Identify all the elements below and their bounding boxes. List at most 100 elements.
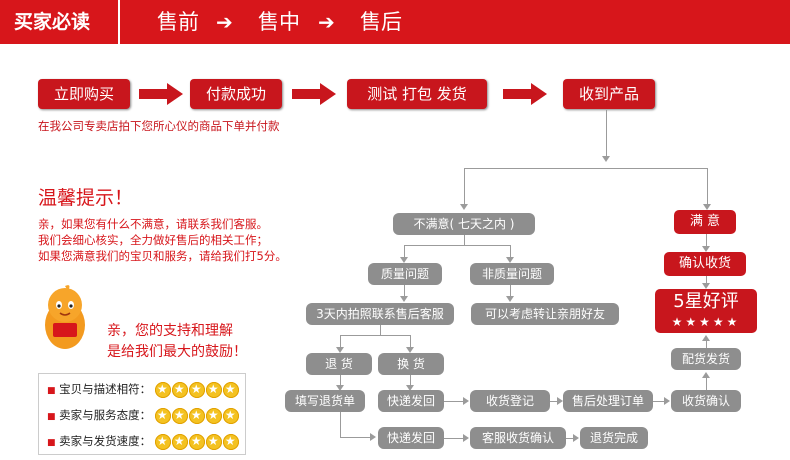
step-test-pack-ship: 测试 打包 发货 — [347, 79, 487, 109]
star-icon — [188, 407, 205, 424]
arrow-right-icon: ➔ — [216, 10, 233, 34]
header-bar — [0, 0, 790, 44]
arrow-down-icon — [406, 385, 414, 391]
step-buy-now: 立即购买 — [38, 79, 130, 109]
connector-line — [706, 276, 707, 284]
connector-line — [380, 325, 381, 335]
star-icon — [205, 381, 222, 398]
flow-restock-ship: 配货发货 — [671, 348, 741, 370]
connector-line — [464, 168, 465, 206]
flow-fill-return-form: 填写退货单 — [285, 390, 365, 412]
rating-label: 卖家与服务态度： — [59, 408, 152, 422]
connector-line — [464, 235, 465, 245]
arrow-down-icon — [506, 257, 514, 263]
arrow-right-icon — [664, 397, 670, 405]
connector-line — [707, 168, 708, 206]
rating-row: ■ 宝贝与描述相符： — [39, 376, 245, 402]
rating-label: 卖家与发货速度： — [59, 434, 152, 448]
connector-line — [606, 110, 607, 160]
step-aftersale: 售后 — [360, 10, 402, 34]
arrow-right-icon — [463, 434, 469, 442]
mascot-message-line2: 是给我们最大的鼓励！ — [107, 344, 247, 360]
connector-line — [566, 438, 574, 439]
big-arrow-icon — [139, 83, 183, 105]
step-presale: 售前 — [157, 10, 199, 34]
flow-consider-gift: 可以考虑转让亲朋好友 — [471, 303, 619, 325]
star-icon — [205, 433, 222, 450]
arrow-down-icon — [406, 347, 414, 353]
connector-line — [404, 245, 510, 246]
connector-line — [653, 401, 665, 402]
arrow-down-icon — [702, 246, 710, 252]
flow-service-confirm: 客服收货确认 — [470, 427, 566, 449]
star-icon — [171, 407, 188, 424]
step-receive-product: 收到产品 — [563, 79, 655, 109]
arrow-down-icon — [602, 156, 610, 162]
rating-panel: ■ 宝贝与描述相符： ■ 卖家与服务态度： ■ 卖家与发货速度： — [38, 373, 246, 455]
connector-line — [706, 377, 707, 390]
flow-unsatisfied: 不满意( 七天之内 ) — [393, 213, 535, 235]
flow-quality-issue: 质量问题 — [368, 263, 442, 285]
flow-after-sale-order: 售后处理订单 — [563, 390, 653, 412]
star-icon — [154, 407, 171, 424]
star-icon — [222, 381, 239, 398]
connector-line — [340, 375, 341, 387]
notice-line: 亲，如果您有什么不满意，请联系我们客服。 — [38, 217, 268, 231]
connector-line — [464, 168, 707, 169]
flow-photo-contact: 3天内拍照联系售后客服 — [306, 303, 454, 325]
star-icon — [188, 433, 205, 450]
page-title: 买家必读 — [10, 0, 120, 44]
bullet-icon: ■ — [47, 386, 56, 396]
five-star-label: 5星好评 — [673, 291, 739, 312]
arrow-right-icon — [557, 397, 563, 405]
flow-ship-back-2: 快递发回 — [378, 427, 444, 449]
star-icon — [222, 407, 239, 424]
star-icon — [188, 381, 205, 398]
connector-line — [404, 245, 405, 259]
star-icon — [222, 433, 239, 450]
connector-line — [340, 335, 341, 349]
arrow-down-icon — [400, 257, 408, 263]
connector-line — [340, 437, 370, 438]
flow-exchange: 换 货 — [378, 353, 444, 375]
flow-return-done: 退货完成 — [580, 427, 648, 449]
notice-title: 温馨提示！ — [38, 187, 134, 209]
connector-line — [340, 412, 341, 437]
arrow-down-icon — [460, 204, 468, 210]
rating-label: 宝贝与描述相符： — [59, 382, 152, 396]
mascot-message-line1: 亲，您的支持和理解 — [107, 323, 233, 339]
star-icon — [154, 433, 171, 450]
arrow-down-icon — [336, 347, 344, 353]
big-arrow-icon — [292, 83, 336, 105]
connector-line — [510, 245, 511, 259]
five-star-badge: 5星好评 ★★★★★ — [655, 289, 757, 333]
connector-line — [550, 401, 558, 402]
bullet-icon: ■ — [47, 438, 56, 448]
connector-line — [706, 340, 707, 348]
arrow-down-icon — [400, 296, 408, 302]
connector-line — [410, 375, 411, 387]
bullet-icon: ■ — [47, 412, 56, 422]
big-arrow-icon — [503, 83, 547, 105]
connector-line — [444, 438, 464, 439]
flow-confirm-receipt-red: 确认收货 — [664, 252, 746, 276]
rating-row: ■ 卖家与发货速度： — [39, 428, 245, 454]
star-icon — [205, 407, 222, 424]
connector-line — [706, 234, 707, 248]
connector-line — [404, 285, 405, 297]
rating-row: ■ 卖家与服务态度： — [39, 402, 245, 428]
star-icon — [171, 381, 188, 398]
five-star-icons: ★★★★★ — [671, 315, 741, 329]
connector-line — [410, 335, 411, 349]
arrow-right-icon — [370, 433, 376, 441]
arrow-right-icon — [463, 397, 469, 405]
step-insale: 售中 — [258, 10, 300, 34]
flow-confirm-receipt: 收货确认 — [671, 390, 741, 412]
connector-line — [444, 401, 464, 402]
arrow-down-icon — [506, 296, 514, 302]
notice-line: 我们会细心核实，全力做好售后的相关工作； — [38, 233, 268, 247]
arrow-right-icon: ➔ — [318, 10, 335, 34]
mascot-icon — [45, 285, 85, 349]
arrow-down-icon — [702, 283, 710, 289]
flow-satisfied: 满 意 — [674, 210, 736, 234]
